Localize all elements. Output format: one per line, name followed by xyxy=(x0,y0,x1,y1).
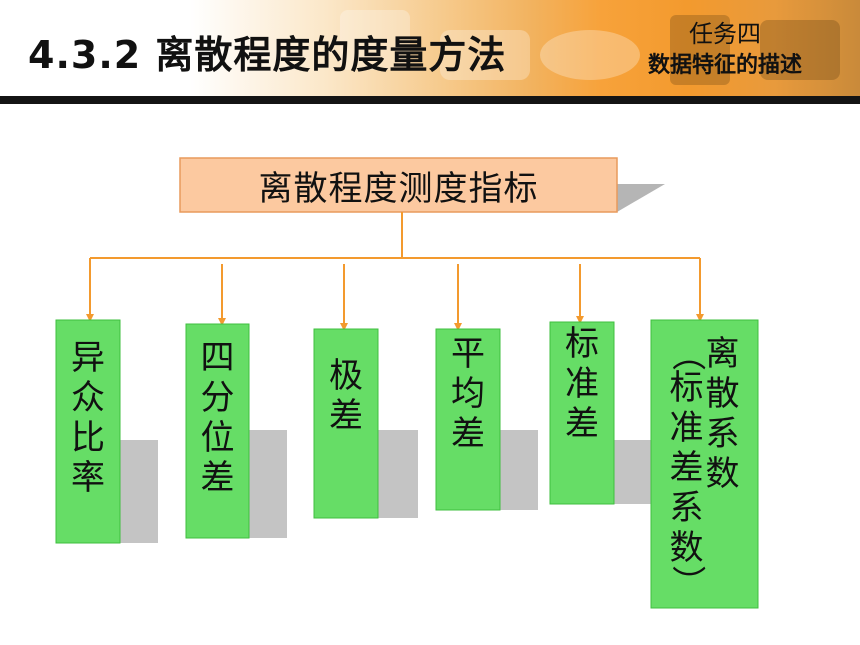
label-char: 平 xyxy=(451,334,485,374)
label-char: 差 xyxy=(200,458,235,498)
leaf-node-4 xyxy=(435,328,501,511)
label-char: 差 xyxy=(669,448,704,488)
label-char: 散 xyxy=(705,374,740,414)
leaf-label-3: 极差 xyxy=(314,356,378,436)
leaf-label-6-sub: （ 标准差系数 ） xyxy=(666,337,707,599)
page-title: 4.3.2 离散程度的度量方法 xyxy=(28,33,507,77)
label-char: 标 xyxy=(669,368,704,408)
header-banner xyxy=(0,0,860,100)
header-decoration xyxy=(340,10,840,85)
root-shadow xyxy=(617,184,665,212)
hierarchy-diagram xyxy=(55,157,759,609)
leaf-label-1: 异众比率 xyxy=(56,338,120,498)
label-char: 准 xyxy=(565,364,599,404)
label-char: 差 xyxy=(329,396,363,436)
leaf-sub-text: 标准差系数 xyxy=(670,368,704,568)
label-char: 分 xyxy=(200,378,235,418)
label-char: 系 xyxy=(705,414,740,454)
label-char: 众 xyxy=(71,378,105,418)
label-char: 差 xyxy=(565,404,599,444)
label-char: 四 xyxy=(200,338,235,378)
close-paren: ） xyxy=(666,565,707,599)
header-divider xyxy=(0,96,860,104)
leaf-node-1 xyxy=(55,319,121,544)
leaf-node-5 xyxy=(549,321,615,505)
leaf-node-3 xyxy=(313,328,379,519)
label-char: 数 xyxy=(705,454,740,494)
label-char: 标 xyxy=(565,324,599,364)
leaf-label-6-main: 离散系数 xyxy=(706,334,740,494)
leaf-shadows xyxy=(120,430,652,543)
task-subtitle: 数据特征的描述 xyxy=(647,53,802,78)
leaf-label-5: 标准差 xyxy=(550,324,614,444)
label-char: 率 xyxy=(71,458,105,498)
label-char: 离 xyxy=(705,334,740,374)
open-paren: （ xyxy=(666,337,707,371)
leaf-node-6 xyxy=(650,319,759,609)
label-char: 均 xyxy=(451,374,485,414)
connector-lines xyxy=(86,212,704,331)
root-label: 离散程度测度指标 xyxy=(258,168,539,209)
label-char: 比 xyxy=(71,418,105,458)
leaf-node-2 xyxy=(185,323,250,539)
leaf-label-2: 四分位差 xyxy=(186,338,249,498)
label-char: 位 xyxy=(200,418,235,458)
task-badge: 任务四 数据特征的描述 xyxy=(606,14,844,90)
task-label: 任务四 xyxy=(689,20,761,48)
label-char: 数 xyxy=(669,528,704,568)
label-char: 差 xyxy=(451,414,485,454)
label-char: 异 xyxy=(71,338,105,378)
label-char: 准 xyxy=(669,408,704,448)
leaf-label-4: 平均差 xyxy=(436,334,500,454)
root-node xyxy=(179,157,618,213)
label-char: 系 xyxy=(669,488,704,528)
leaf-label-6: （ 标准差系数 ） 离散系数 xyxy=(651,334,758,599)
label-char: 极 xyxy=(329,356,363,396)
